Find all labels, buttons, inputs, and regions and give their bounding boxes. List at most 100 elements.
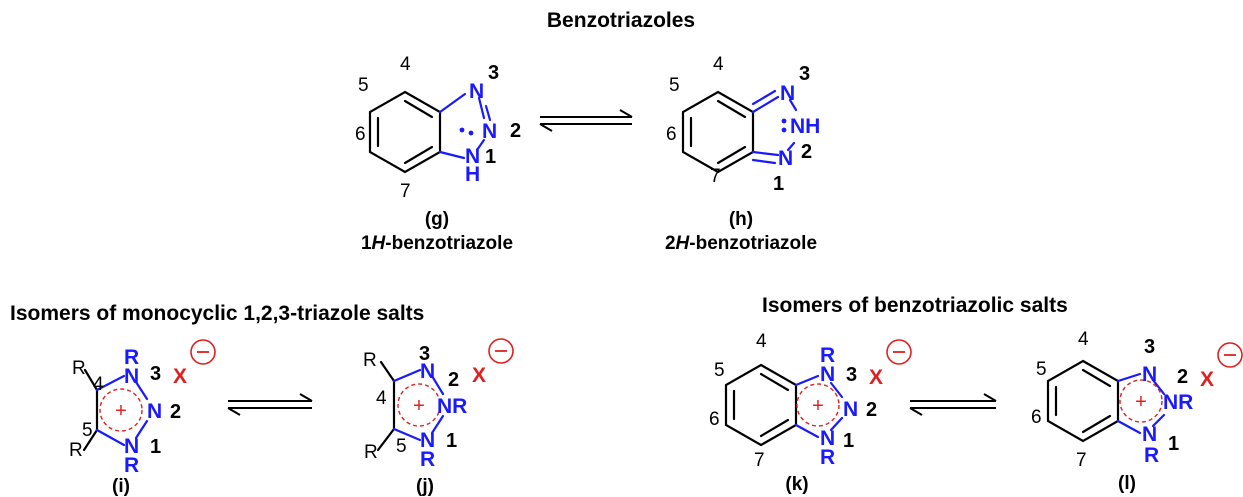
pos-5: 5 <box>358 75 369 96</box>
label-1: 1 <box>773 173 784 195</box>
pos-6: 6 <box>709 409 720 430</box>
label-3: 3 <box>846 364 857 386</box>
pos-7: 7 <box>754 450 765 471</box>
title-monocyclic-salts: Isomers of monocyclic 1,2,3-triazole sal… <box>10 302 424 325</box>
atom-N2: N <box>843 398 858 421</box>
atom-N1: N <box>420 429 435 452</box>
N3-substituent-R: R <box>124 346 139 369</box>
atom-N3: N <box>124 365 139 388</box>
pos-7: 7 <box>710 166 721 187</box>
structure-k: + 4 5 6 7 R N 3 N 2 N 1 R X (k) <box>709 331 912 495</box>
atom-N3: N <box>469 80 484 103</box>
label-2: 2 <box>510 120 521 142</box>
counter-ion-X: X <box>1200 368 1214 391</box>
benzene-ring <box>681 90 755 174</box>
label-2: 2 <box>448 369 459 391</box>
atom-N3: N <box>780 82 795 105</box>
name-h: 2H-benzotriazole <box>665 233 817 254</box>
structure-h: N NH N 4 5 6 7 3 2 1 (h) 2H-benzotriazol… <box>665 54 820 254</box>
label-2: 2 <box>1177 366 1188 388</box>
atom-N2-R: NR <box>437 395 467 418</box>
name-g: 1H-benzotriazole <box>361 233 513 254</box>
label-1: 1 <box>485 146 496 168</box>
label-3: 3 <box>150 363 161 385</box>
label-l: (l) <box>1118 473 1136 494</box>
counter-ion-X: X <box>173 365 187 388</box>
plus-charge: + <box>115 400 127 422</box>
label-3: 3 <box>1144 336 1155 358</box>
lone-pair <box>781 118 787 124</box>
atom-N1: N <box>778 147 793 170</box>
benzene-ring <box>724 363 798 447</box>
R-bottom: R <box>364 442 378 463</box>
equilibrium-arrow-left <box>227 393 313 416</box>
plus-charge: + <box>1135 391 1147 413</box>
pos-7: 7 <box>1076 450 1087 471</box>
aromatic-ring-dash <box>796 383 840 427</box>
minus-charge-icon <box>190 339 216 365</box>
atom-N2-R: NR <box>1163 391 1193 414</box>
plus-charge: + <box>812 395 824 417</box>
N1-substituent-R: R <box>1144 444 1159 467</box>
counter-ion-X: X <box>472 364 486 387</box>
pos-4: 4 <box>756 331 767 352</box>
N1-substituent-R: R <box>124 454 139 477</box>
atom-N1: N <box>1142 423 1157 446</box>
pos-6: 6 <box>1031 407 1042 428</box>
structure-i: + R R 4 5 R N N N R 3 2 1 X (i) <box>69 339 216 497</box>
atom-N3: N <box>420 360 435 383</box>
R-top: R <box>72 358 86 379</box>
pos-5: 5 <box>669 75 680 96</box>
atom-N2: N <box>482 120 497 143</box>
atom-N3: N <box>820 363 835 386</box>
aromatic-ring-dash <box>1119 379 1163 423</box>
counter-ion-X: X <box>869 366 883 389</box>
atom-N2: N <box>147 400 162 423</box>
equilibrium-arrow-top <box>539 109 633 132</box>
pos-6: 6 <box>355 124 366 145</box>
label-g: (g) <box>425 209 449 230</box>
atom-N1: N <box>820 427 835 450</box>
pos-5: 5 <box>396 436 407 457</box>
atom-NH: NH <box>790 115 820 138</box>
N1-substituent-R: R <box>420 448 435 471</box>
pos-5: 5 <box>82 420 93 441</box>
label-h: (h) <box>729 209 753 230</box>
pos-5: 5 <box>714 360 725 381</box>
title-benzotriazolic-salts: Isomers of benzotriazolic salts <box>762 294 1068 317</box>
label-2: 2 <box>866 399 877 421</box>
aromatic-ring-dash <box>397 383 441 427</box>
pos-6: 6 <box>666 124 677 145</box>
label-k: (k) <box>785 474 808 495</box>
atom-N1: N <box>124 435 139 458</box>
atom-N3: N <box>1142 363 1157 386</box>
label-3: 3 <box>799 63 810 85</box>
equilibrium-arrow-right <box>909 393 997 416</box>
label-1: 1 <box>446 430 457 452</box>
aromatic-ring-dash <box>99 388 143 432</box>
R-bottom: R <box>69 440 83 461</box>
label-1: 1 <box>150 436 161 458</box>
label-1: 1 <box>843 430 854 452</box>
pos-4: 4 <box>1078 329 1089 350</box>
label-2: 2 <box>170 401 181 423</box>
benzene-ring <box>368 90 442 174</box>
minus-charge-icon <box>886 339 912 365</box>
pos-4: 4 <box>713 54 724 75</box>
label-3: 3 <box>419 343 430 365</box>
R-top: R <box>363 350 377 371</box>
pos-7: 7 <box>400 181 411 202</box>
label-2: 2 <box>801 141 812 163</box>
pos-4: 4 <box>400 54 411 75</box>
pos-5: 5 <box>1036 359 1047 380</box>
title-benzotriazoles: Benzotriazoles <box>547 9 695 32</box>
pos-4: 4 <box>376 388 387 409</box>
plus-charge: + <box>413 395 425 417</box>
structure-g: N N N H 4 5 6 7 3 2 1 (g) 1H-benzotriazo… <box>355 54 521 254</box>
benzene-ring <box>1046 359 1120 443</box>
atom-H: H <box>465 163 480 186</box>
N3-substituent-R: R <box>820 344 835 367</box>
label-j: (j) <box>416 476 434 497</box>
N1-substituent-R: R <box>820 446 835 469</box>
